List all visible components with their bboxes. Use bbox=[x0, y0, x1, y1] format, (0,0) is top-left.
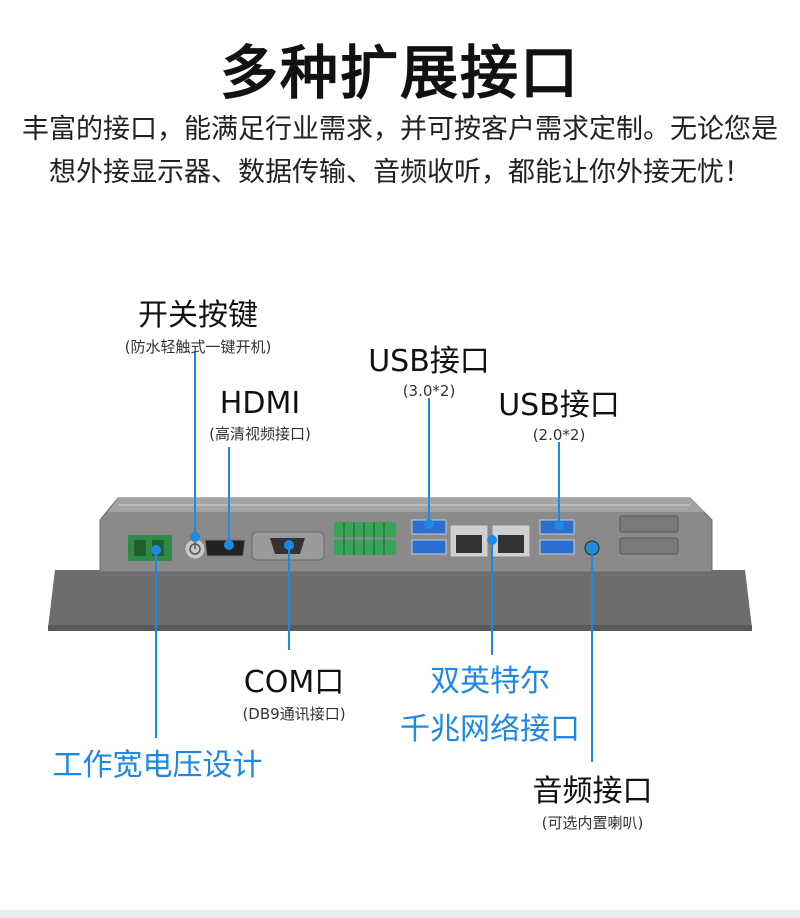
lan-ports bbox=[449, 524, 531, 558]
power-button-illustration bbox=[184, 538, 206, 560]
label-usb3: USB接口 (3.0*2) bbox=[368, 344, 490, 400]
power-terminal bbox=[128, 535, 172, 561]
gpio-terminal bbox=[334, 522, 396, 555]
bottom-strip bbox=[0, 910, 800, 918]
label-usb2: USB接口 (2.0*2) bbox=[498, 388, 620, 444]
label-hdmi: HDMI (高清视频接口) bbox=[209, 386, 311, 443]
page-title: 多种扩展接口 bbox=[219, 39, 580, 107]
label-lan: 双英特尔 千兆网络接口 bbox=[400, 664, 580, 747]
label-audio: 音频接口 (可选内置喇叭) bbox=[532, 774, 653, 832]
description: 丰富的接口，能满足行业需求，并可按客户需求定制。无论您是想外接显示器、数据传输、… bbox=[22, 114, 778, 188]
label-power-supply: 工作宽电压设计 bbox=[52, 748, 263, 783]
label-power-button: 开关按键 (防水轻触式一键开机) bbox=[124, 298, 272, 356]
label-com: COM口 (DB9通讯接口) bbox=[242, 665, 346, 723]
chassis-front bbox=[48, 570, 752, 628]
vent-slots bbox=[619, 515, 679, 555]
